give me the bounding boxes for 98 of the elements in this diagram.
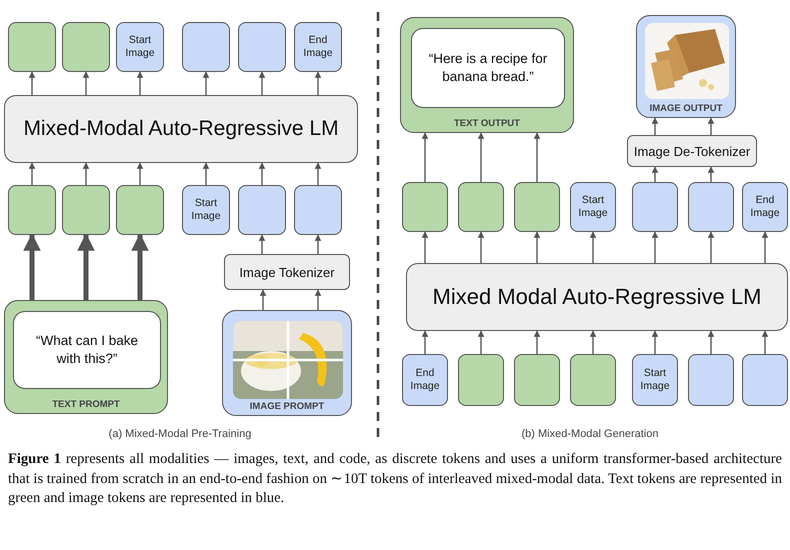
panel-caption: TEXT OUTPUT [453, 118, 521, 129]
arrow [652, 166, 658, 182]
arrow [314, 289, 322, 310]
io-panel [400, 17, 574, 133]
token-box [62, 185, 110, 235]
token-box [8, 185, 56, 235]
arrow [534, 231, 540, 263]
token-label: Start Image [124, 34, 156, 60]
arrow [258, 234, 266, 254]
model-box [4, 95, 358, 163]
token-box [458, 182, 504, 232]
tokenizer-box [224, 254, 350, 290]
arrow [77, 233, 95, 300]
io-panel [222, 310, 352, 416]
arrow [590, 330, 596, 354]
panel-subtitle: (b) Mixed-Modal Generation [522, 428, 658, 440]
token-box [116, 185, 164, 235]
io-panel [4, 300, 168, 414]
arrow [762, 231, 768, 263]
token-box [632, 182, 678, 232]
arrow [28, 71, 36, 95]
tokenizer-label: Image De-Tokenizer [634, 144, 750, 158]
token-box [688, 354, 734, 406]
arrow [652, 330, 658, 354]
quote-text: “Here is a recipe for banana bread.” [428, 50, 548, 86]
token-box [182, 22, 230, 72]
text-bubble [13, 311, 161, 389]
arrow [422, 132, 428, 182]
token-box [182, 185, 230, 235]
token-label: End Image [749, 194, 781, 220]
arrow [652, 231, 658, 263]
token-label: Start Image [577, 194, 609, 220]
arrow [202, 162, 210, 185]
arrow [478, 330, 484, 354]
token-box [238, 22, 286, 72]
arrow [314, 71, 322, 95]
arrow [478, 231, 484, 263]
arrow [202, 71, 210, 95]
arrow [82, 71, 90, 95]
token-box [458, 354, 504, 406]
io-panel [636, 15, 736, 118]
token-box [294, 22, 342, 72]
arrow [314, 234, 322, 254]
arrow [708, 166, 714, 182]
arrow [136, 162, 144, 185]
arrow [82, 162, 90, 185]
token-box [294, 185, 342, 235]
tokenizer-box [627, 135, 757, 167]
token-box [570, 354, 616, 406]
model-box [406, 263, 788, 331]
token-box [238, 185, 286, 235]
tokenizer-label: Image Tokenizer [239, 264, 335, 280]
token-label: Start Image [639, 366, 671, 394]
token-box [632, 354, 678, 406]
token-label: Start Image [190, 196, 222, 224]
token-box [116, 22, 164, 72]
arrow [23, 233, 41, 300]
arrow [422, 231, 428, 263]
arrow [28, 162, 36, 185]
token-box [742, 354, 788, 406]
figure-caption: Figure 1 represents all modalities — images, text, and code, as discrete tokens and uses a uniform transformer-based architecture that is trained from scratch in an end-to-end fashion on ∼10T tokens of interleaved mixed-modal data. Text tokens are represented in green and image tokens are represented in blue. [8, 450, 782, 508]
token-label: End Image [302, 34, 334, 60]
food-photo-drawing [233, 321, 343, 399]
quote-text: “What can I bake with this?” [34, 332, 140, 368]
arrow [258, 71, 266, 95]
token-label: End Image [409, 366, 441, 394]
token-box [742, 182, 788, 232]
token-box [62, 22, 110, 72]
token-box [402, 182, 448, 232]
arrow [762, 330, 768, 354]
token-box [402, 354, 448, 406]
arrow [708, 330, 714, 354]
arrow [708, 231, 714, 263]
token-box [514, 354, 560, 406]
arrow [708, 117, 714, 135]
model-label: Mixed-Modal Auto-Regressive LM [23, 117, 339, 141]
arrow [652, 117, 658, 135]
model-label: Mixed Modal Auto-Regressive LM [432, 284, 762, 310]
panel-subtitle: (a) Mixed-Modal Pre-Training [108, 428, 252, 440]
token-box [688, 182, 734, 232]
arrow [136, 71, 144, 95]
arrow [534, 330, 540, 354]
arrow [590, 231, 596, 263]
arrow [534, 132, 540, 182]
token-box [514, 182, 560, 232]
arrow [258, 162, 266, 185]
food-photo-drawing [645, 23, 729, 99]
panel-caption: IMAGE OUTPUT [648, 103, 724, 114]
panel-caption: IMAGE PROMPT [248, 401, 326, 412]
text-bubble [411, 28, 565, 108]
panel-caption: TEXT PROMPT [51, 399, 121, 410]
arrow [260, 289, 266, 310]
arrow [478, 132, 484, 182]
arrow [422, 330, 428, 354]
arrow [131, 233, 149, 300]
arrow [314, 162, 322, 185]
token-box [8, 22, 56, 72]
token-box [570, 182, 616, 232]
